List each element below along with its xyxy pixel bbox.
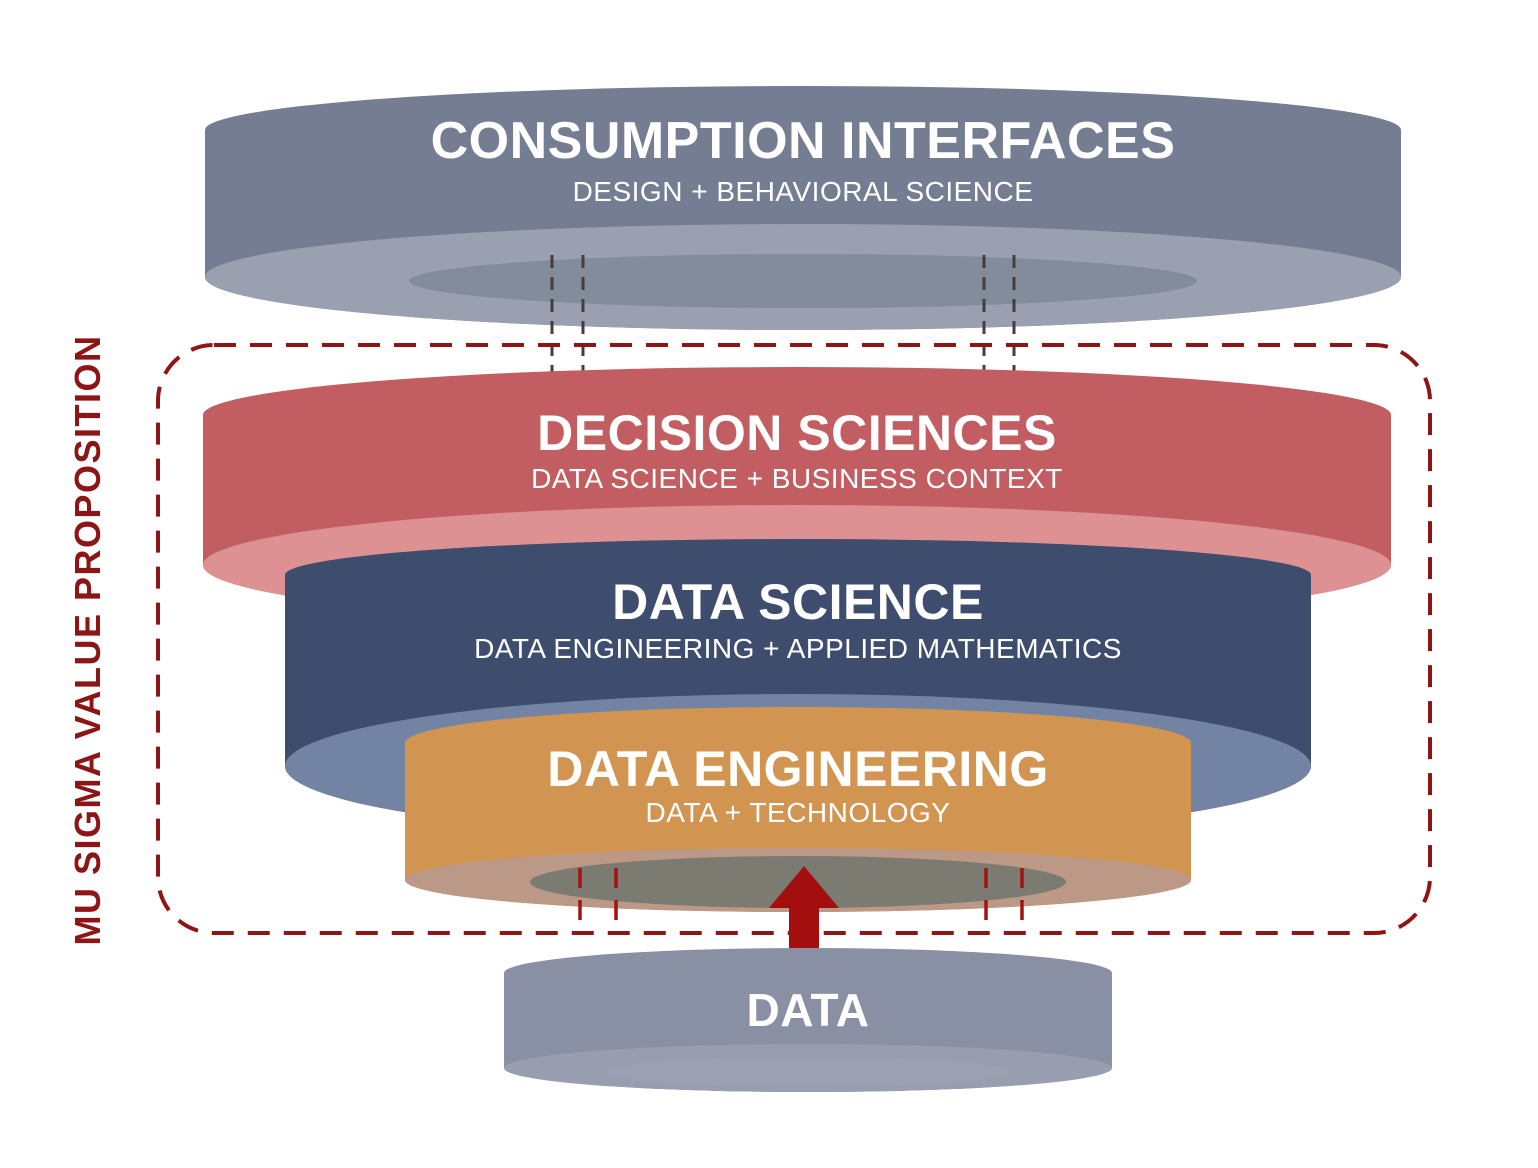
layer-data-engineering: DATA ENGINEERING DATA + TECHNOLOGY [405,707,1191,912]
consumption-title: CONSUMPTION INTERFACES [431,112,1176,170]
side-label: MU SIGMA VALUE PROPOSITION [67,334,108,945]
data-engineering-subtitle: DATA + TECHNOLOGY [646,797,951,828]
consumption-inner-ellipse [409,254,1197,308]
up-arrow [769,866,839,951]
layer-data: DATA [504,948,1112,1092]
connector-lines-top [550,255,1016,390]
layer-consumption-interfaces: CONSUMPTION INTERFACES DESIGN + BEHAVIOR… [205,86,1401,330]
decision-subtitle: DATA SCIENCE + BUSINESS CONTEXT [531,463,1063,494]
consumption-subtitle: DESIGN + BEHAVIORAL SCIENCE [573,176,1034,207]
data-title: DATA [747,984,870,1036]
data-science-title: DATA SCIENCE [612,574,984,630]
data-science-subtitle: DATA ENGINEERING + APPLIED MATHEMATICS [474,633,1122,664]
decision-title: DECISION SCIENCES [537,405,1057,461]
data-inner-ellipse [606,1057,1010,1087]
connector-lines-bottom [578,868,1024,924]
data-engineering-title: DATA ENGINEERING [547,741,1049,797]
